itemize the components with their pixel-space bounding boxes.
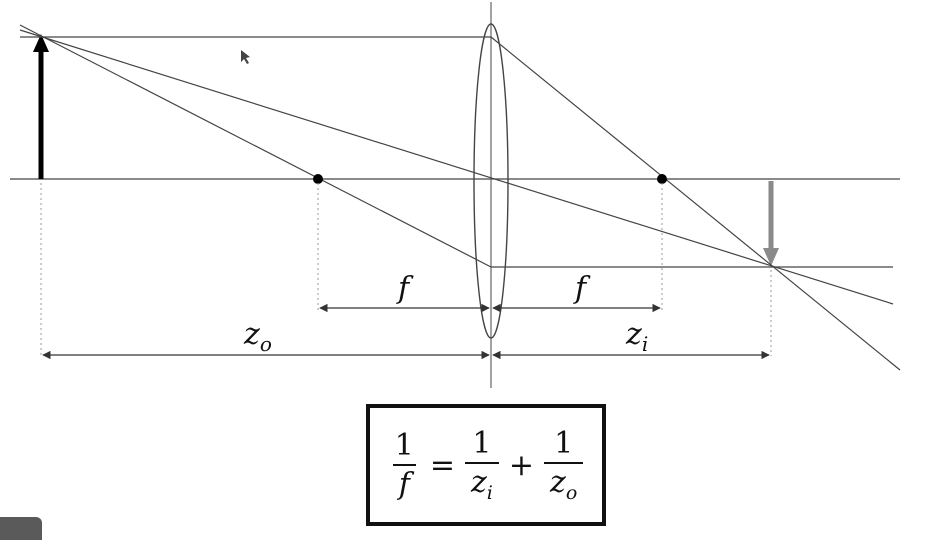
lhs-numerator: 1 xyxy=(394,428,414,463)
image-term-numerator: 1 xyxy=(472,425,492,461)
lens-equation-box: 1 f = 1 zi + 1 zo xyxy=(366,404,606,526)
label-image-distance: zi xyxy=(625,317,648,356)
lhs-fraction: 1 f xyxy=(389,429,420,501)
image-term-fraction: 1 zi xyxy=(464,425,499,504)
image-term-denominator: zi xyxy=(464,461,499,504)
object-arrow-head xyxy=(33,34,49,52)
equals-sign: = xyxy=(429,447,455,483)
ray-focal-in xyxy=(19,24,492,268)
label-back-focal: f xyxy=(573,271,591,306)
mouse-cursor-icon xyxy=(241,50,250,64)
front-focal-point xyxy=(313,174,323,184)
object-term-numerator: 1 xyxy=(554,425,574,461)
plus-sign: + xyxy=(508,447,534,483)
lens xyxy=(473,23,509,339)
image-arrow-head xyxy=(763,248,779,266)
ray-chief xyxy=(19,29,894,305)
label-front-focal: f xyxy=(396,271,414,306)
object-term-denominator: zo xyxy=(544,461,584,504)
object-term-fraction: 1 zo xyxy=(544,425,584,504)
corner-overlay xyxy=(0,517,42,540)
label-object-distance: zo xyxy=(243,317,272,356)
lhs-denominator: f xyxy=(392,464,416,501)
ray-parallel-out xyxy=(490,36,901,371)
back-focal-point xyxy=(657,174,667,184)
